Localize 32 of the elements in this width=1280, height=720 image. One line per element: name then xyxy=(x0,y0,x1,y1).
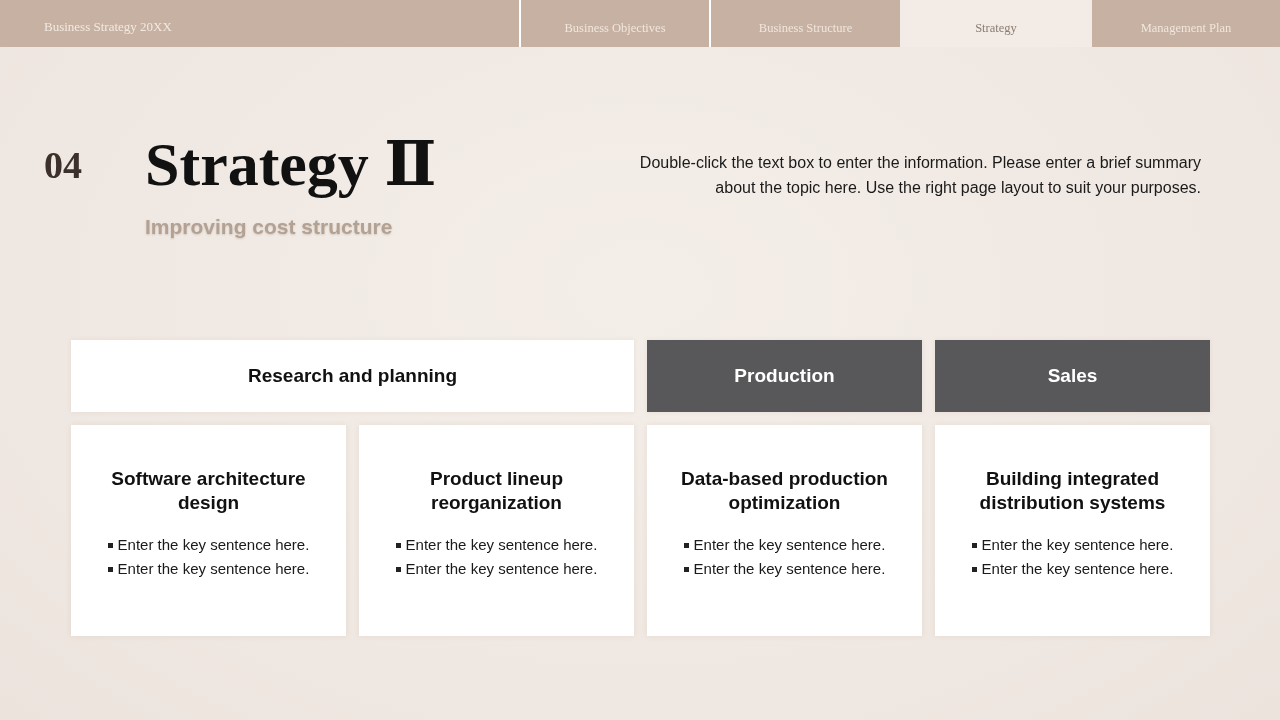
bullet-text: Enter the key sentence here. xyxy=(981,559,1174,579)
card-heading: Data-based production optimization xyxy=(680,467,889,515)
category-header xyxy=(647,340,922,412)
bullet-text: Enter the key sentence here. xyxy=(981,535,1174,555)
section-number: 04 xyxy=(44,143,82,187)
bullet-text: Enter the key sentence here. xyxy=(693,535,886,555)
card-heading: Product lineup reorganization xyxy=(429,467,564,515)
nav-tab: Business Objectives xyxy=(519,0,709,47)
card-heading: Building integrated distribution systems xyxy=(978,467,1167,515)
bullet-text: Enter the key sentence here. xyxy=(693,559,886,579)
document-title: Business Strategy 20XX xyxy=(44,19,172,35)
bullet-text: Enter the key sentence here. xyxy=(405,559,598,579)
bullet-text: Enter the key sentence here. xyxy=(117,559,310,579)
content-card xyxy=(647,425,922,636)
category-header xyxy=(935,340,1210,412)
nav-tab: Management Plan xyxy=(1092,0,1280,47)
nav-tab: Strategy xyxy=(900,0,1092,47)
content-card xyxy=(71,425,346,636)
content-card xyxy=(359,425,634,636)
slide-subtitle: Improving cost structure xyxy=(145,214,393,240)
category-title: Sales xyxy=(1047,364,1098,388)
category-title: Production xyxy=(734,364,835,388)
category-title: Research and planning xyxy=(247,364,457,388)
bullet-text: Enter the key sentence here. xyxy=(117,535,310,555)
category-header xyxy=(71,340,634,412)
card-heading: Software architecture design xyxy=(110,467,307,515)
slide-title: Strategy Ⅱ xyxy=(145,129,437,200)
bullet-text: Enter the key sentence here. xyxy=(405,535,598,555)
header-band xyxy=(0,0,519,47)
content-card xyxy=(935,425,1210,636)
summary-text: Double-click the text box to enter the information. Please enter a brief summary about the topic here. Use the right page layout to suit your purposes. xyxy=(638,153,1201,198)
nav-tab: Business Structure xyxy=(709,0,900,47)
